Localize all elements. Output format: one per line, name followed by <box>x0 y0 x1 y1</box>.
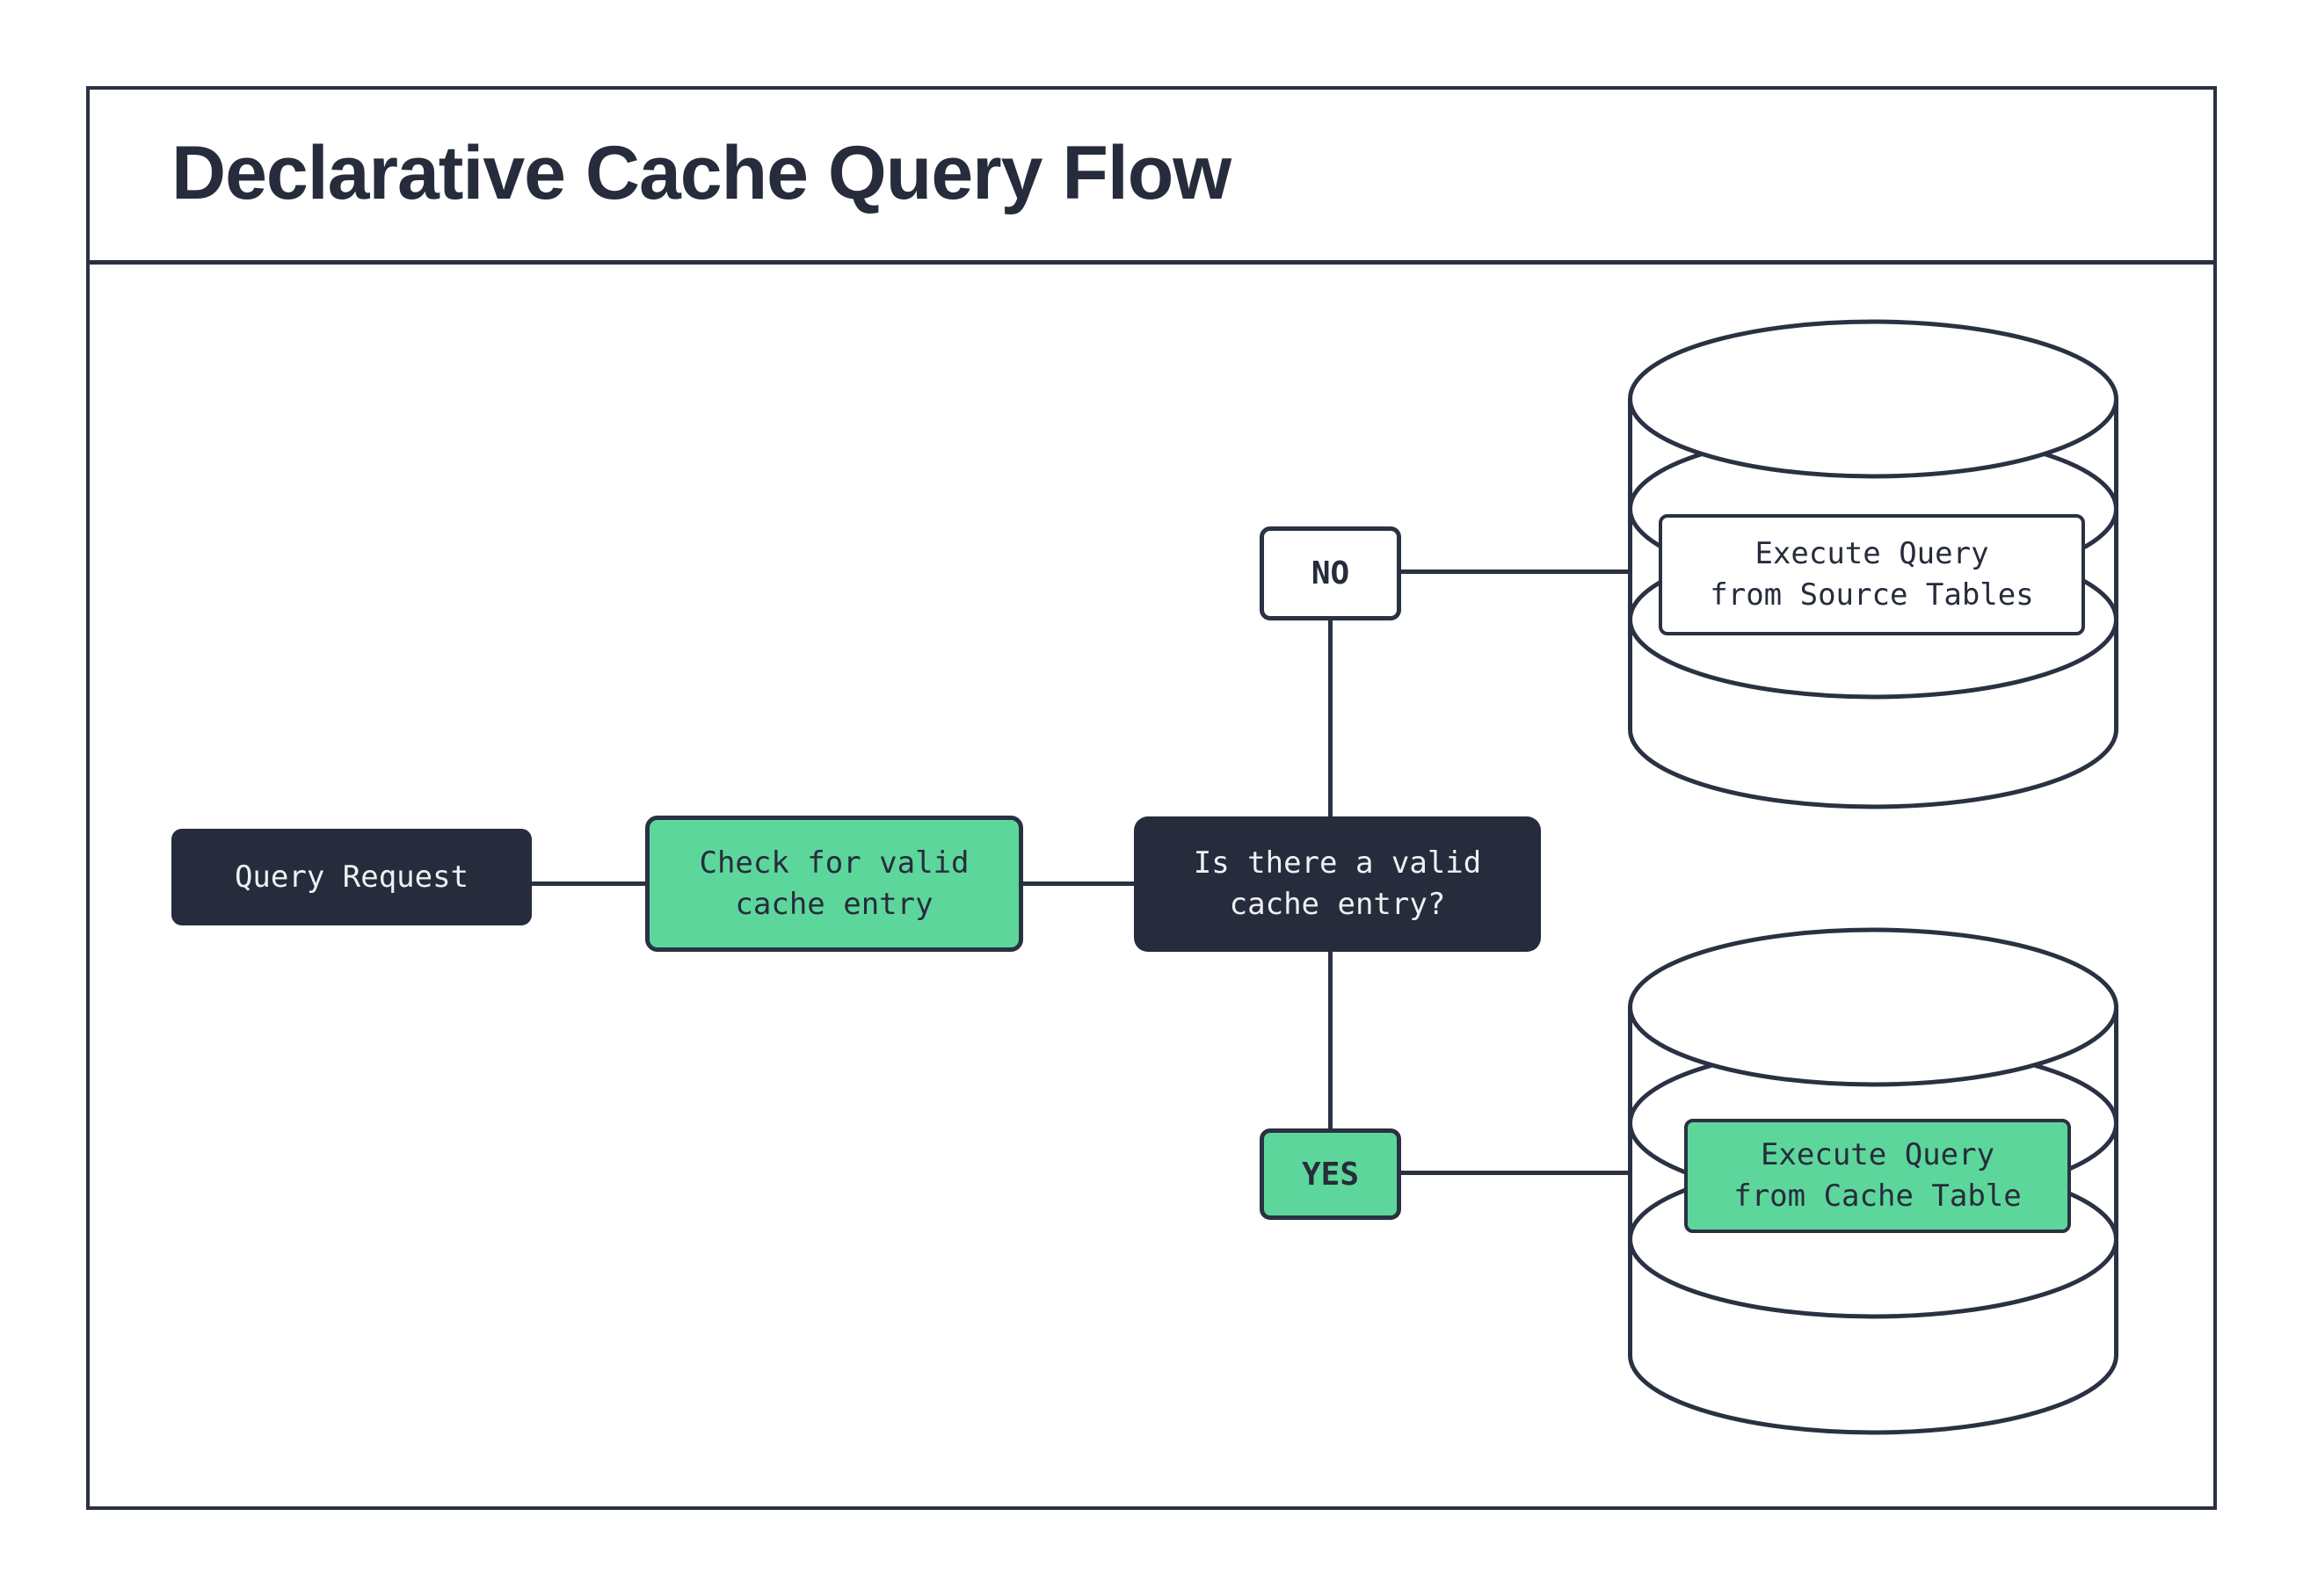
edge-no-to-source-db <box>1399 569 1635 574</box>
source-database-cylinder: Execute Query from Source Tables <box>1628 318 2118 810</box>
title-band: Declarative Cache Query Flow <box>171 86 2132 260</box>
diagram-frame <box>86 86 2217 1510</box>
edge-decision-to-no <box>1328 619 1333 818</box>
title-divider <box>86 260 2217 265</box>
page-title: Declarative Cache Query Flow <box>171 130 1231 215</box>
cache-database-cylinder: Execute Query from Cache Table <box>1628 926 2118 1436</box>
edge-decision-to-yes <box>1328 950 1333 1130</box>
node-execute-source-tables: Execute Query from Source Tables <box>1659 514 2085 635</box>
node-decision-valid-cache: Is there a valid cache entry? <box>1134 816 1541 952</box>
edge-yes-to-cache-db <box>1399 1171 1635 1175</box>
node-query-request: Query Request <box>171 829 532 925</box>
node-no-branch-label: NO <box>1260 526 1401 620</box>
node-execute-cache-table: Execute Query from Cache Table <box>1684 1119 2071 1233</box>
node-yes-branch-label: YES <box>1260 1128 1401 1220</box>
node-check-cache: Check for valid cache entry <box>645 816 1023 952</box>
